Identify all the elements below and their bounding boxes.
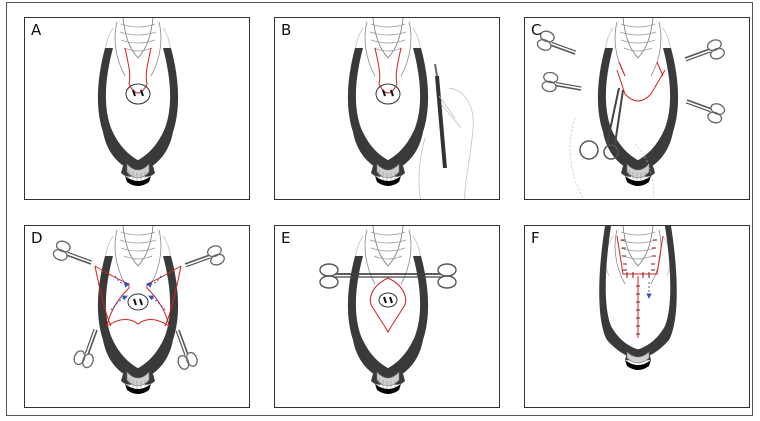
clamp-icon (181, 243, 227, 277)
scissors-icon (579, 87, 624, 160)
panel-f-illustration (599, 226, 677, 370)
panel-label: A (31, 21, 42, 39)
anal-opening (125, 83, 151, 105)
incision-line (616, 69, 666, 102)
panel-label: C (531, 21, 542, 39)
panel-c-illustration (535, 18, 727, 199)
panel-e-illustration (319, 226, 457, 395)
panel-c: C (524, 17, 750, 200)
clamp-icon (535, 28, 580, 62)
incision-line (124, 47, 152, 94)
panel-b: B (274, 17, 500, 200)
panel-label: F (531, 229, 540, 247)
panel-d: D (24, 225, 250, 408)
hand-outline (418, 87, 474, 199)
panel-f: F (524, 225, 750, 408)
clamp-icon (319, 263, 457, 289)
clamp-icon (71, 325, 105, 370)
panel-label: D (31, 229, 43, 247)
figure-frame: A B C (6, 2, 753, 416)
clamp-icon (51, 238, 96, 272)
panel-b-illustration (347, 18, 474, 199)
arrow-icon (110, 275, 166, 311)
clamp-icon (540, 70, 584, 98)
clamp-icon (682, 92, 727, 126)
hand-outline (569, 117, 654, 199)
panel-label: B (281, 21, 292, 39)
panel-a: A (24, 17, 250, 200)
scalpel-icon (434, 63, 447, 169)
incision-line (374, 47, 402, 94)
panel-label: E (281, 229, 291, 247)
suture-line (616, 235, 664, 338)
clamp-icon (681, 37, 727, 71)
panel-d-illustration (51, 226, 227, 395)
flap-outline (369, 277, 407, 334)
panel-a-illustration (97, 18, 179, 187)
panel-e: E (274, 225, 500, 408)
